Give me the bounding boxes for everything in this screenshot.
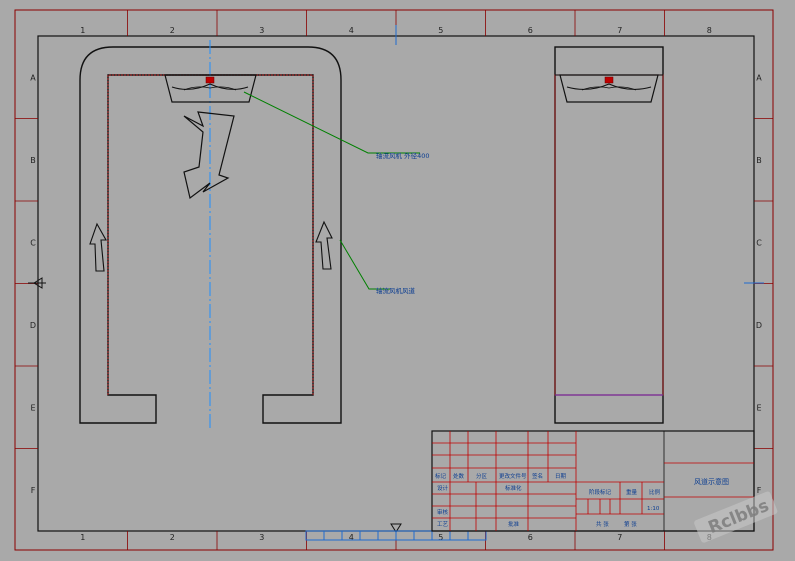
zone-label-bottom: 1	[80, 533, 85, 542]
tb-sheet-no: 第 张	[624, 520, 637, 528]
tb-change-doc: 更改文件号	[499, 472, 527, 480]
tb-zone: 分区	[476, 472, 488, 480]
zone-label-top: 3	[259, 26, 264, 35]
inner-border	[37, 35, 755, 532]
zone-label-top: 6	[528, 26, 533, 35]
zone-label-bottom: 2	[170, 533, 175, 542]
fan-label: 轴流风机 外径400	[376, 151, 429, 160]
zone-label-left: B	[30, 156, 36, 165]
zone-label-left: F	[31, 486, 36, 495]
leader-lines	[243, 91, 420, 290]
register-marks	[28, 25, 764, 533]
tb-stage-mark: 阶段标记	[589, 488, 612, 496]
tb-scale-value: 1:10	[647, 506, 660, 512]
zone-label-left: C	[30, 238, 36, 247]
side-view-outline	[554, 46, 664, 424]
tb-count: 处数	[453, 472, 465, 480]
zone-grid: 1122334455667788AABBCCDDEEFF	[15, 10, 773, 550]
zone-label-bottom: 7	[617, 533, 622, 542]
zone-label-right: A	[756, 73, 762, 82]
zone-label-left: A	[30, 73, 36, 82]
tb-scale: 比例	[649, 488, 661, 496]
drawing-title: 风道示意图	[694, 477, 729, 486]
tb-weight: 重量	[626, 488, 638, 496]
airflow-up-arrow-left	[89, 222, 107, 272]
zone-label-bottom: 5	[438, 533, 443, 542]
ruler-bar	[305, 530, 487, 541]
zone-label-top: 8	[707, 26, 712, 35]
airflow-down-arrow	[183, 111, 235, 200]
tb-review: 审核	[437, 508, 449, 516]
side-view	[554, 46, 664, 424]
axial-fan-front	[164, 74, 257, 103]
tb-mark: 标记	[435, 472, 447, 480]
watermark-text: Rclbbs	[706, 496, 772, 538]
zone-label-top: 1	[80, 26, 85, 35]
title-block-text: 标记 处数 分区 更改文件号 签名 日期 设计 标准化 审核 工艺 批准 阶段标…	[435, 472, 729, 528]
zone-label-top: 5	[438, 26, 443, 35]
tb-sheets-total: 共 张	[596, 520, 609, 528]
zone-label-left: E	[30, 403, 35, 412]
tb-sign: 签名	[532, 472, 543, 480]
zone-label-bottom: 3	[259, 533, 264, 542]
tb-process: 工艺	[437, 521, 449, 528]
zone-label-right: E	[756, 403, 761, 412]
watermark-logo: Rclbbs	[694, 491, 778, 543]
zone-label-right: D	[756, 321, 762, 330]
tb-standardize: 标准化	[505, 484, 522, 492]
zone-label-left: D	[30, 321, 36, 330]
airflow-up-arrow-right	[315, 220, 333, 270]
axial-fan-side	[559, 74, 659, 103]
zone-label-bottom: 4	[349, 533, 354, 542]
zone-label-bottom: 6	[528, 533, 533, 542]
outer-border	[14, 9, 774, 551]
zone-label-top: 2	[170, 26, 175, 35]
tb-design: 设计	[437, 484, 449, 492]
title-block	[431, 430, 755, 532]
duct-label: 轴流风机风道	[376, 286, 416, 295]
zone-label-top: 4	[349, 26, 354, 35]
side-view-inner	[554, 74, 664, 396]
zone-label-right: F	[757, 486, 762, 495]
zone-label-right: B	[756, 156, 762, 165]
duct-inner-outline	[107, 74, 314, 395]
tb-approve: 批准	[508, 520, 520, 528]
front-view: 轴流风机 外径400 轴流风机风道	[79, 40, 429, 430]
zone-label-right: C	[756, 238, 762, 247]
tb-date: 日期	[555, 473, 567, 480]
zone-label-top: 7	[617, 26, 622, 35]
